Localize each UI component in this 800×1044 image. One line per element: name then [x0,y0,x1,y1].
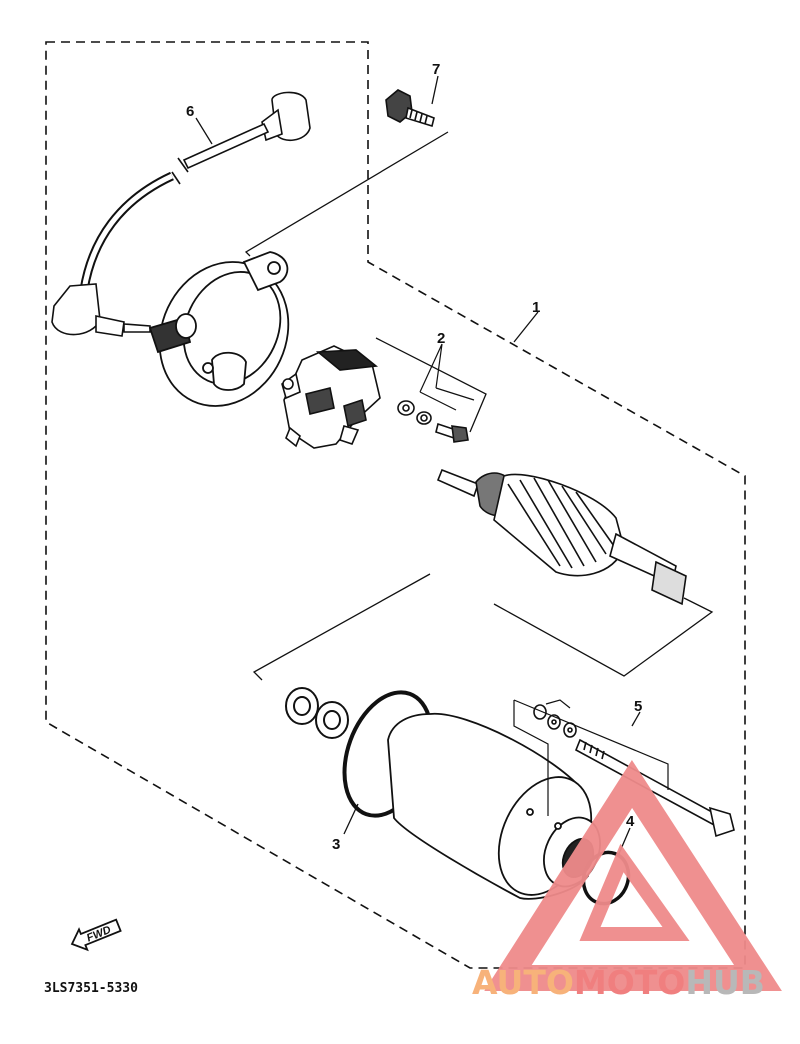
callout-1: 1 [532,299,540,316]
lead-wire-part-6 [51,91,311,337]
callout-7: 7 [432,61,440,78]
leader-line-part-1 [513,311,539,343]
bracket-line-part-5 [513,699,669,816]
bracket-line-brush-holder [375,337,487,433]
callout-3: 3 [332,836,340,853]
leader-line-part-7 [431,75,439,105]
bracket-line-shims [252,573,431,681]
watermark-auto: AUTO [472,963,574,1002]
watermark-moto: MOTO [574,963,685,1002]
callout-5: 5 [634,698,642,715]
watermark-text: AUTOMOTOHUB [472,963,765,1002]
bolt-part-7 [385,89,435,128]
fwd-label: FWD [85,924,113,945]
washer-set-part-2 [397,400,469,443]
leader-line-part-6 [195,117,213,145]
watermark-hub: HUB [685,963,765,1002]
leader-line-part-2 [419,343,475,411]
callout-6: 6 [186,103,194,120]
leader-line-part-5 [631,711,641,727]
assembly-boundary-dashed-line [45,41,746,969]
armature [436,468,687,606]
rear-cover [148,251,290,407]
callout-2: 2 [437,330,445,347]
brush-holder [281,345,381,449]
automotohub-logo-icon [484,759,782,991]
fwd-arrow-icon: FWD [70,918,122,952]
leader-line-part-3 [343,803,359,835]
bracket-line-part-7 [244,131,449,257]
bracket-line-armature [493,597,714,677]
callout-4: 4 [626,813,635,830]
shim-washers [285,687,349,739]
part-code-label: 3LS7351-5330 [44,981,138,996]
